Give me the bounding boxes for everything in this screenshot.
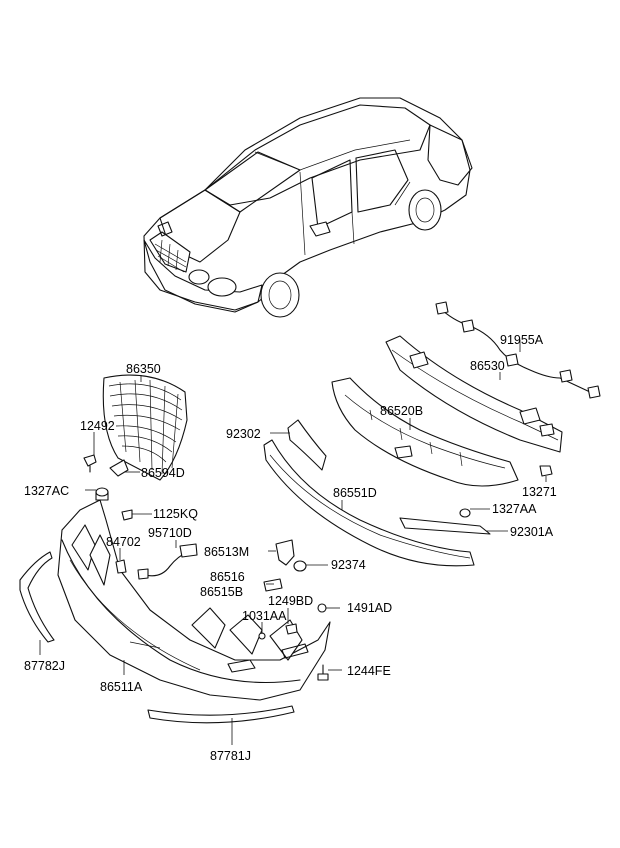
bolt-1249BD <box>285 623 298 635</box>
label-86350: 86350 <box>126 362 161 376</box>
label-1491AD: 1491AD <box>347 601 392 615</box>
lamp-92302 <box>287 419 327 471</box>
molding-87782J <box>19 551 55 643</box>
molding-87781J <box>147 705 295 724</box>
bracket-86513M <box>275 539 295 566</box>
label-86515B: 86515B <box>200 585 243 599</box>
radiator-grille-86350 <box>102 374 188 481</box>
label-1249BD: 1249BD <box>268 594 313 608</box>
part-labels: 86350 12492 86594D 1327AC 1125KQ 84702 9… <box>24 333 557 763</box>
part-84702 <box>115 559 127 574</box>
clip-1327AC <box>95 487 109 501</box>
label-1031AA: 1031AA <box>242 609 287 623</box>
label-13271: 13271 <box>522 485 557 499</box>
bracket-86516 <box>263 578 283 592</box>
rail-86530 <box>385 335 563 453</box>
bolt-1244FE <box>317 664 329 681</box>
clip-92374 <box>293 560 307 572</box>
harness-95710D <box>137 543 198 580</box>
nut-13271 <box>539 465 553 477</box>
screw-1125KQ <box>121 509 133 521</box>
label-1327AA: 1327AA <box>492 502 537 516</box>
label-92302: 92302 <box>226 427 261 441</box>
label-86594D: 86594D <box>141 466 185 480</box>
label-87782J: 87782J <box>24 659 65 673</box>
label-91955A: 91955A <box>500 333 544 347</box>
absorber-86520B <box>331 377 519 487</box>
label-92374: 92374 <box>331 558 366 572</box>
wiring-91955A <box>435 301 601 399</box>
label-1327AC: 1327AC <box>24 484 69 498</box>
label-86516: 86516 <box>210 570 245 584</box>
label-86513M: 86513M <box>204 545 249 559</box>
label-84702: 84702 <box>106 535 141 549</box>
label-86520B: 86520B <box>380 404 423 418</box>
label-87781J: 87781J <box>210 749 251 763</box>
label-12492: 12492 <box>80 419 115 433</box>
lower-panel-86551D <box>263 439 475 567</box>
nut-1491AD <box>317 603 327 613</box>
leader-lines <box>39 340 547 745</box>
label-92301A: 92301A <box>510 525 554 539</box>
label-95710D: 95710D <box>148 526 192 540</box>
clip-1327AA <box>459 508 471 518</box>
bracket-86594D <box>109 459 129 477</box>
label-1244FE: 1244FE <box>347 664 391 678</box>
lamp-92301A <box>399 517 491 535</box>
screw-12492 <box>83 454 97 473</box>
label-86551D: 86551D <box>333 486 377 500</box>
car-illustration <box>143 97 473 318</box>
label-86530: 86530 <box>470 359 505 373</box>
label-1125KQ: 1125KQ <box>153 507 198 521</box>
label-86511A: 86511A <box>100 680 143 694</box>
